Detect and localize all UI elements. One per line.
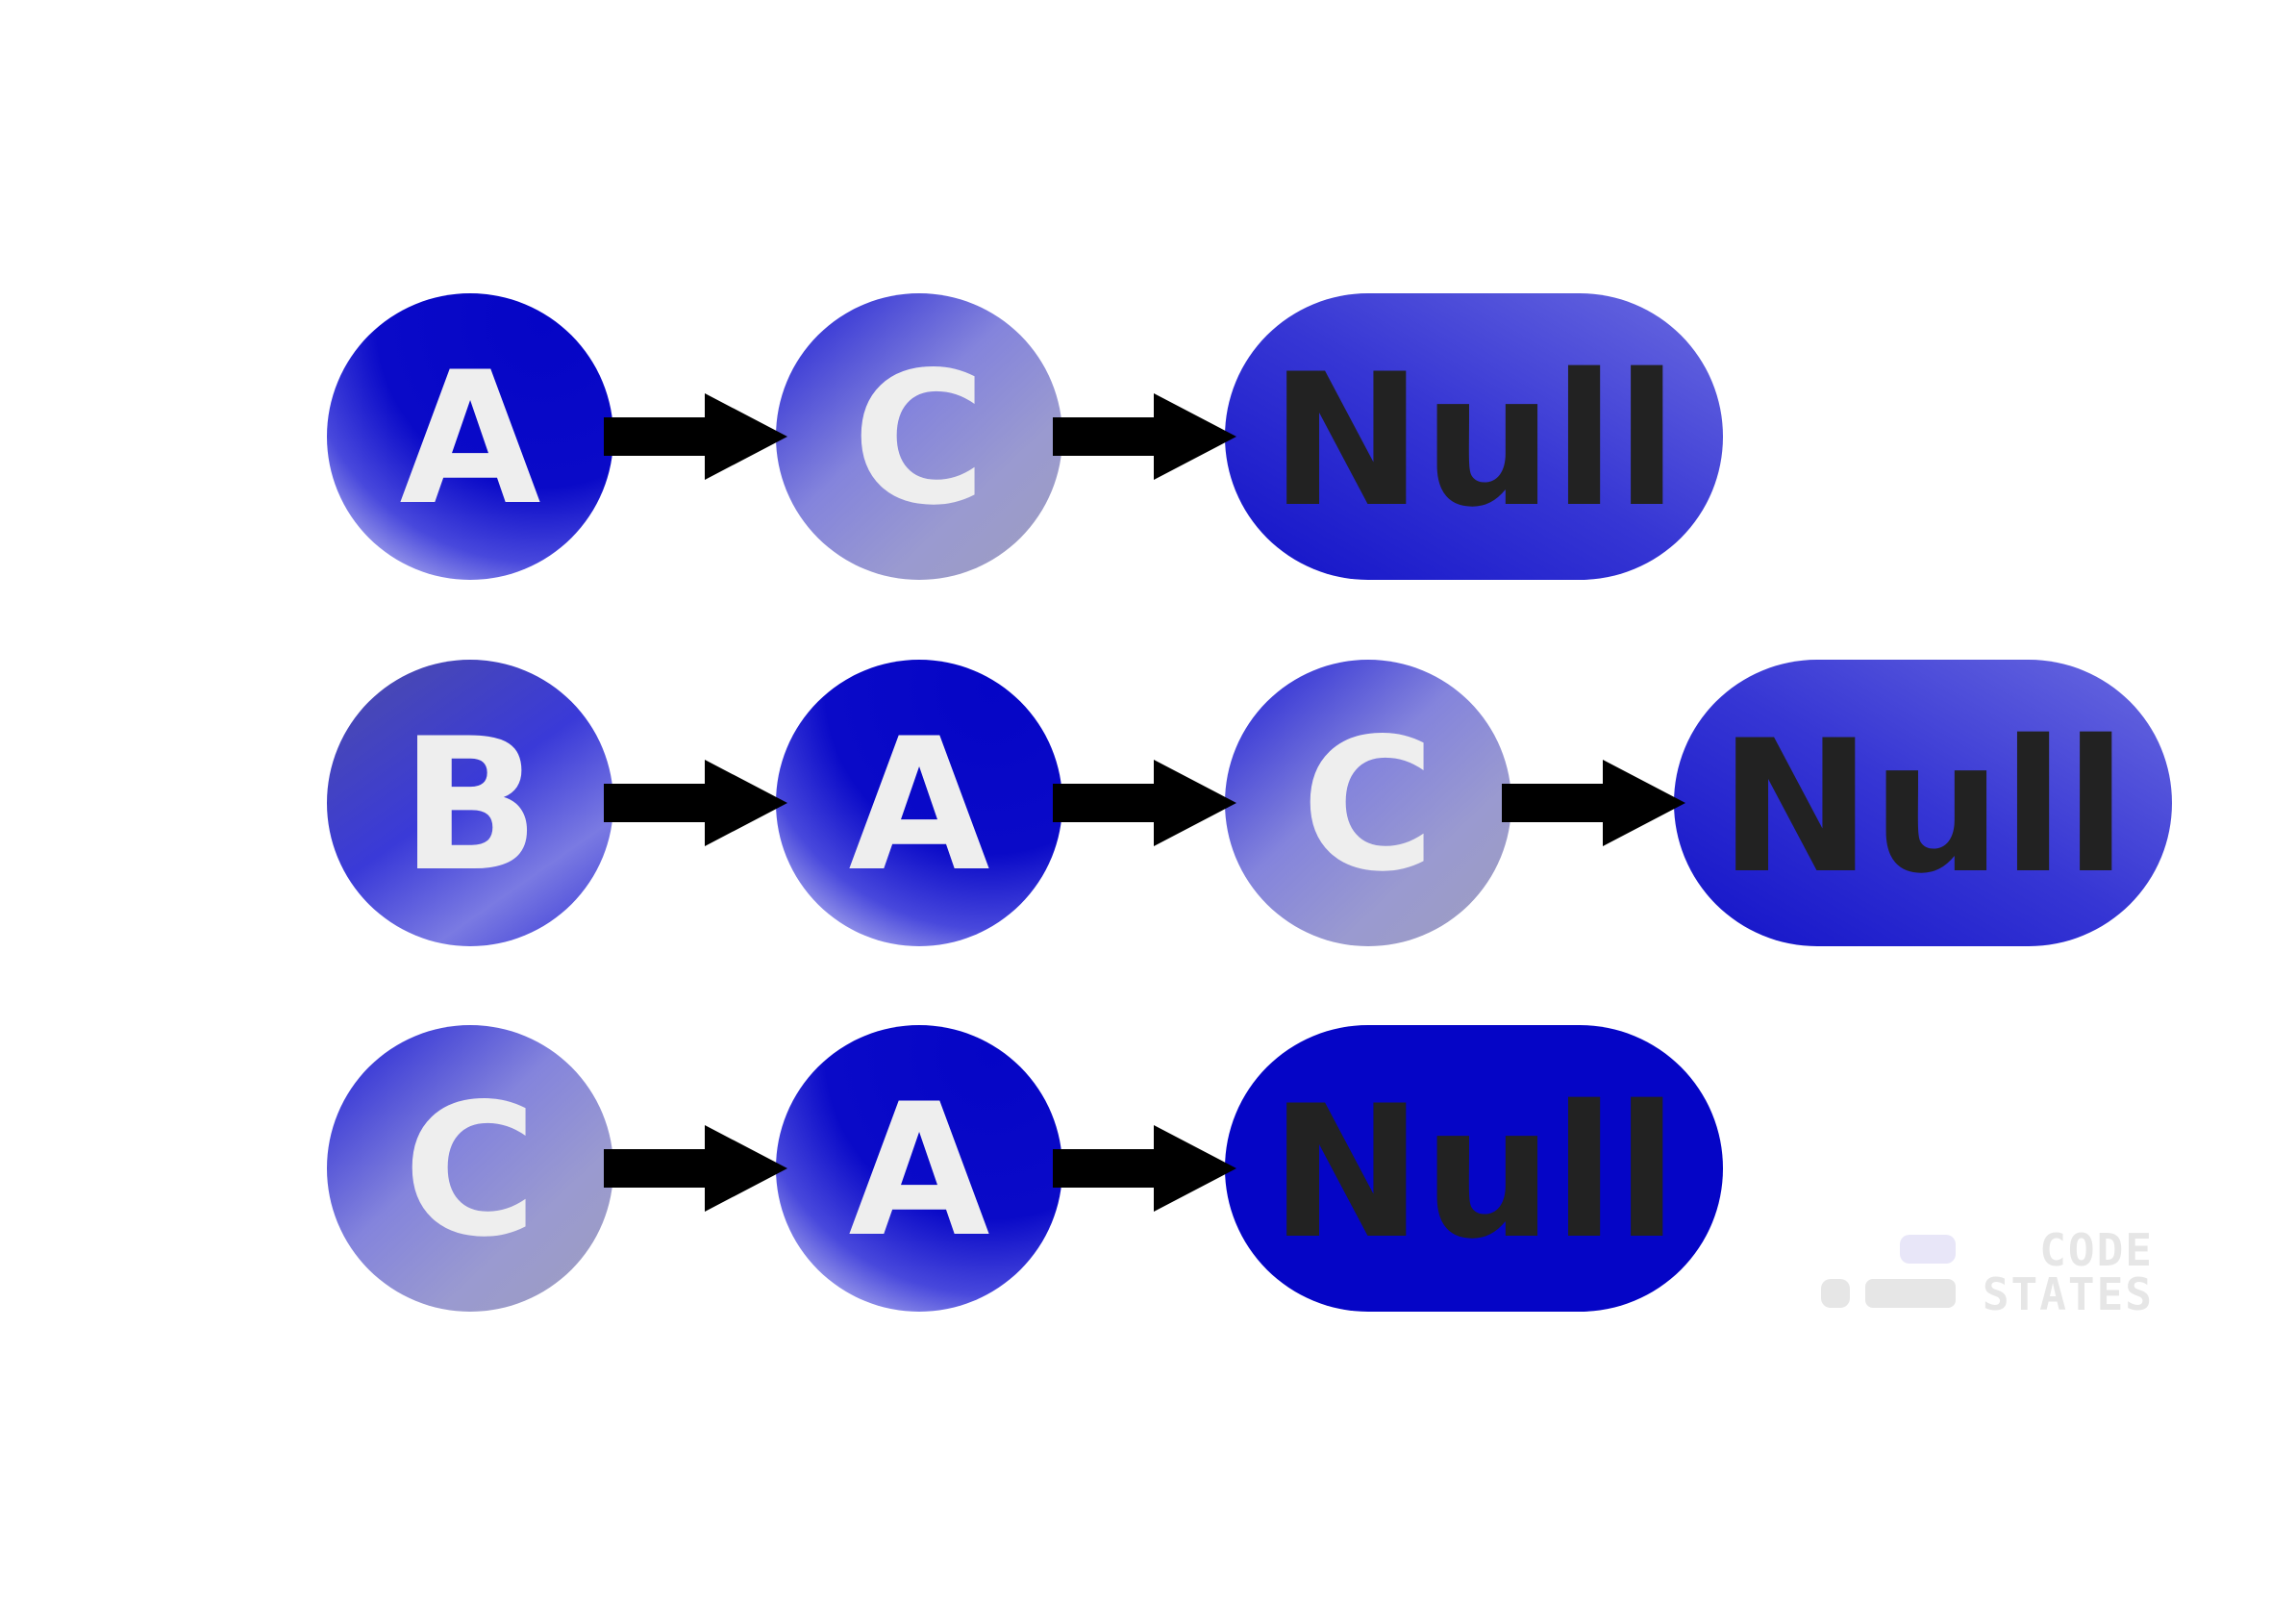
node-circle: [327, 660, 613, 946]
null-terminator: Null: [1225, 293, 1723, 580]
next-pointer-arrow: [604, 393, 787, 480]
linked-list-row: A C Null: [327, 293, 1723, 580]
null-terminator: Null: [1674, 660, 2172, 946]
logo-bar-bottom: [1865, 1279, 1956, 1308]
node-label: C: [852, 333, 986, 545]
node-label: A: [848, 1065, 989, 1277]
null-terminator: Null: [1225, 1025, 1723, 1312]
node-label: B: [401, 699, 540, 912]
null-label: Null: [1270, 335, 1679, 547]
linked-list-row: C A Null: [327, 1025, 1723, 1312]
logo-text-states: STATES: [1983, 1268, 2154, 1320]
node-label: C: [1301, 699, 1435, 912]
list-node: A: [776, 1025, 1062, 1312]
list-node: A: [776, 660, 1062, 946]
logo-bar-top: [1900, 1235, 1956, 1264]
node-circle: [1225, 660, 1511, 946]
null-label: Null: [1270, 1066, 1679, 1279]
node-circle: [327, 293, 613, 580]
node-circle: [776, 1025, 1062, 1312]
list-node: B: [327, 660, 613, 946]
logo-text-code: CODE: [2039, 1224, 2154, 1276]
node-circle: [327, 1025, 613, 1312]
null-pill: [1225, 293, 1723, 580]
next-pointer-arrow: [604, 1125, 787, 1212]
list-node: C: [327, 1025, 613, 1312]
list-node: A: [327, 293, 613, 580]
node-label: A: [399, 333, 540, 545]
null-pill: [1674, 660, 2172, 946]
node-label: A: [848, 699, 989, 912]
node-circle: [776, 660, 1062, 946]
next-pointer-arrow: [1053, 760, 1236, 846]
list-node: C: [1225, 660, 1511, 946]
next-pointer-arrow: [1502, 760, 1685, 846]
node-circle: [776, 293, 1062, 580]
null-pill: [1225, 1025, 1723, 1312]
null-label: Null: [1719, 701, 2128, 914]
node-label: C: [403, 1065, 537, 1277]
logo-dot: [1821, 1279, 1850, 1308]
next-pointer-arrow: [1053, 393, 1236, 480]
next-pointer-arrow: [604, 760, 787, 846]
next-pointer-arrow: [1053, 1125, 1236, 1212]
list-node: C: [776, 293, 1062, 580]
code-states-logo: CODE STATES: [1821, 1224, 2154, 1320]
linked-list-row: B A C Null: [327, 660, 2172, 946]
